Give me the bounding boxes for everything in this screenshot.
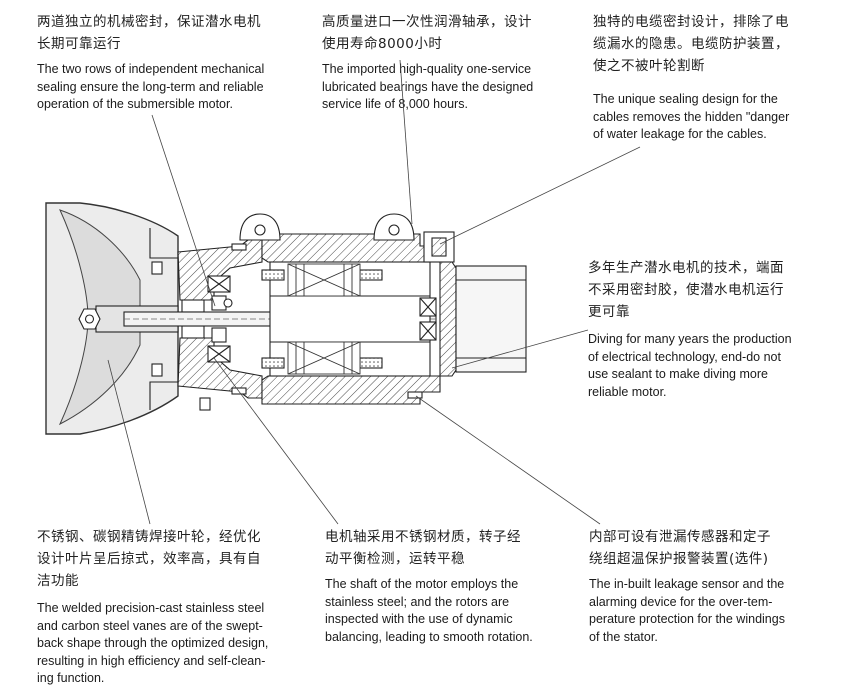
callout-zh-text: 高质量进口一次性润滑轴承，设计 使用寿命8000小时 (322, 14, 532, 52)
leader-cable-seal (439, 146, 641, 245)
callout-zh-text: 不锈钢、碳钢精铸焊接叶轮，经优化 设计叶片呈后掠式，效率高，具有自 洁功能 (37, 529, 261, 589)
callout-mechanical-seal: 两道独立的机械密封，保证潜水电机 长期可靠运行 The two rows of … (37, 11, 307, 114)
lifting-lug-left (239, 213, 281, 241)
motor-housing-bottom (261, 375, 441, 405)
callout-en-text: The welded precision-cast stainless stee… (37, 601, 269, 685)
leader-mechanical-seal (151, 114, 216, 307)
callout-cable-seal: 独特的电缆密封设计，排除了电 缆漏水的隐患。电缆防护装置， 使之不被叶轮割断 T… (593, 11, 838, 144)
junction-box (455, 265, 527, 373)
lower-bearing (207, 275, 231, 363)
leader-end-face (451, 329, 589, 369)
mechanical-seal-2b (211, 327, 227, 343)
callout-en-text: Diving for many years the production of … (588, 332, 792, 399)
callout-bearings: 高质量进口一次性润滑轴承，设计 使用寿命8000小时 The imported … (322, 11, 562, 114)
motor-drawing (45, 202, 527, 435)
leader-lines (107, 59, 641, 525)
callout-zh-text: 内部可设有泄漏传感器和定子 绕组超温保护报警装置(选件) (589, 529, 771, 567)
rotor-windings (287, 263, 361, 375)
callout-en-text: The imported high-quality one-service lu… (322, 62, 534, 111)
callout-zh-text: 独特的电缆密封设计，排除了电 缆漏水的隐患。电缆防护装置， 使之不被叶轮割断 (593, 14, 789, 74)
callout-shaft-rotor: 电机轴采用不锈钢材质，转子经 动平衡检测，运转平稳 The shaft of t… (325, 526, 565, 646)
callout-en-text: The unique sealing design for the cables… (593, 92, 790, 141)
impeller-nut (78, 308, 101, 330)
callout-zh-text: 电机轴采用不锈钢材质，转子经 动平衡检测，运转平稳 (325, 529, 521, 567)
leader-bearings (399, 59, 413, 225)
callout-en-text: The in-built leakage sensor and the alar… (589, 577, 785, 644)
flange-bolts (151, 243, 423, 411)
leader-leakage-sensor (415, 395, 601, 525)
callout-en-text: The shaft of the motor employs the stain… (325, 577, 533, 644)
callout-zh-text: 多年生产潜水电机的技术，端面 不采用密封胶，使潜水电机运行 更可靠 (588, 260, 784, 320)
leader-shaft-rotor (213, 357, 339, 525)
end-cover (439, 261, 457, 377)
lifting-lug-right (373, 213, 415, 241)
callout-leakage-sensor: 内部可设有泄漏传感器和定子 绕组超温保护报警装置(选件) The in-buil… (589, 526, 834, 646)
upper-bearing (419, 297, 437, 341)
leader-impeller (107, 359, 151, 525)
mechanical-seal-1b (181, 325, 205, 339)
callout-end-face: 多年生产潜水电机的技术，端面 不采用密封胶，使潜水电机运行 更可靠 Diving… (588, 257, 838, 401)
callout-impeller: 不锈钢、碳钢精铸焊接叶轮，经优化 设计叶片呈后掠式，效率高，具有自 洁功能 Th… (37, 526, 297, 688)
callout-en-text: The two rows of independent mechanical s… (37, 62, 265, 111)
callout-zh-text: 两道独立的机械密封，保证潜水电机 长期可靠运行 (37, 14, 261, 52)
mechanical-seal-1 (181, 299, 205, 313)
